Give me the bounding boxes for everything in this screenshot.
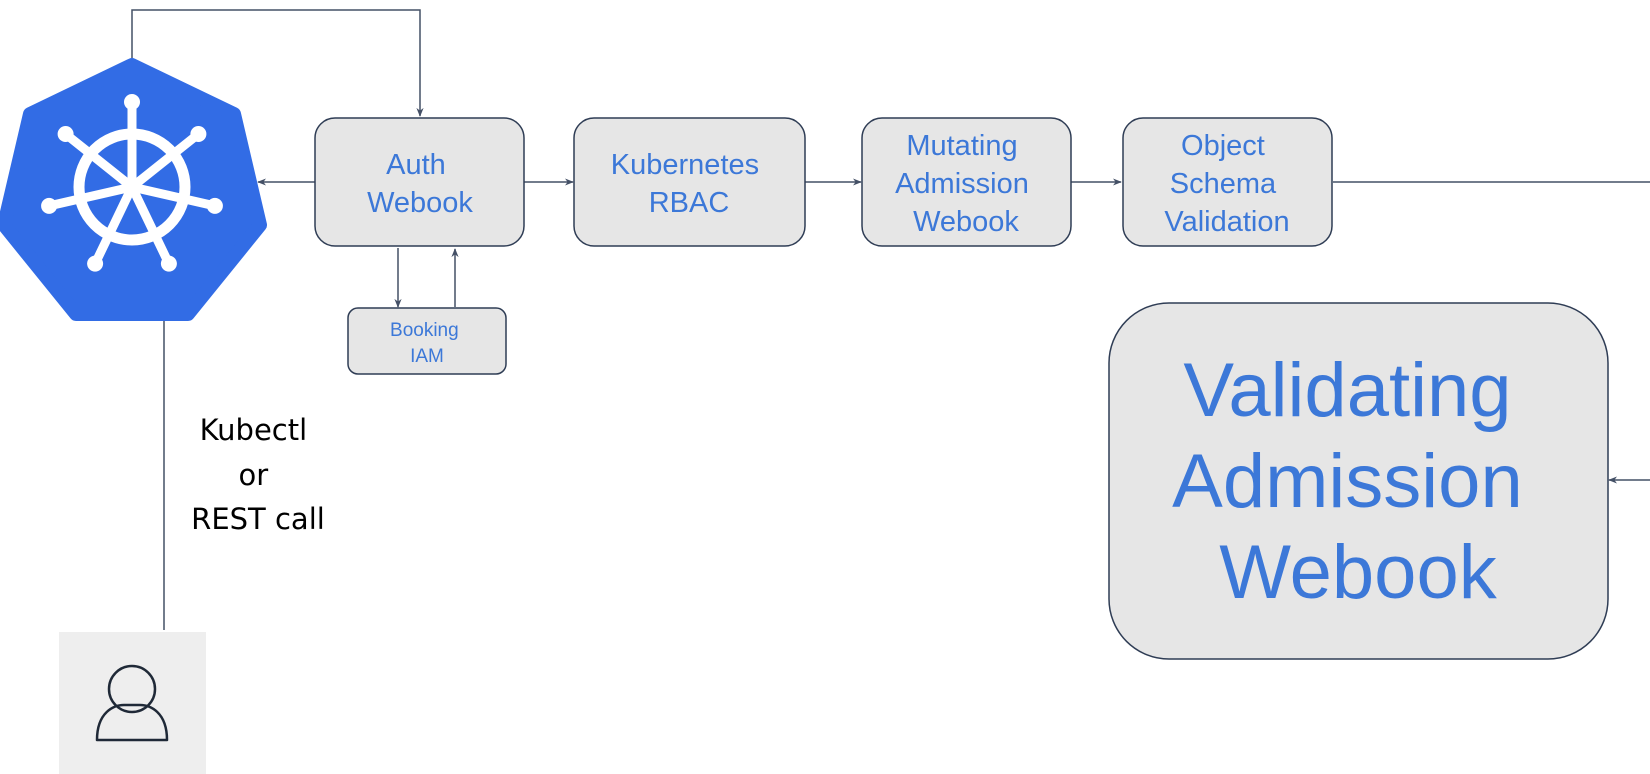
caller-label-line-3: REST call <box>191 502 325 536</box>
svg-text:Booking IAM: Booking IAM <box>390 320 464 367</box>
object-schema-line-1: Object <box>1181 130 1265 162</box>
auth-webhook-line-2: Webook <box>367 187 473 219</box>
mutating-webhook-line-2: Admission <box>895 168 1029 200</box>
object-schema-line-3: Validation <box>1164 206 1289 238</box>
svg-text:Validating Admission: Validating Admission Webook <box>1172 348 1544 615</box>
caller-label: Kubectl or REST call <box>191 413 325 536</box>
connectors <box>131 9 1650 630</box>
object-schema-validation-box: Object Schema Validation <box>1122 117 1333 247</box>
user-icon <box>59 632 206 774</box>
kubernetes-rbac-line-1: Kubernetes <box>611 149 759 181</box>
mutating-webhook-line-3: Webook <box>913 206 1019 238</box>
svg-text:Object Schema Vali: Object Schema Validation <box>1164 130 1289 238</box>
validating-admission-webhook-box: Validating Admission Webook <box>1108 302 1609 660</box>
object-schema-line-2: Schema <box>1170 168 1277 200</box>
booking-iam-line-2: IAM <box>410 346 444 367</box>
kubernetes-rbac-line-2: RBAC <box>649 187 730 219</box>
validating-webhook-line-1: Validating <box>1183 348 1511 433</box>
arrow-logo-loop-to-auth <box>131 9 424 117</box>
auth-webhook-box: Auth Webook <box>314 117 525 247</box>
booking-iam-line-1: Booking <box>390 320 459 341</box>
caller-label-line-2: or <box>239 458 269 492</box>
auth-webhook-line-1: Auth <box>386 149 446 181</box>
svg-text:Auth Webook: Auth Webook <box>367 149 473 219</box>
validating-webhook-line-2: Admission <box>1172 439 1523 524</box>
mutating-webhook-line-1: Mutating <box>906 130 1017 162</box>
booking-iam-box: Booking IAM <box>347 307 507 375</box>
kubernetes-logo-icon <box>0 58 267 321</box>
caller-label-line-1: Kubectl <box>200 413 308 447</box>
svg-text:Mutating Admission: Mutating Admission Webook <box>895 130 1037 238</box>
kubernetes-rbac-box: Kubernetes RBAC <box>573 117 806 247</box>
svg-text:Kubernetes RBAC: Kubernetes RBAC <box>611 149 767 219</box>
mutating-admission-webhook-box: Mutating Admission Webook <box>861 117 1072 247</box>
validating-webhook-line-3: Webook <box>1219 530 1497 615</box>
